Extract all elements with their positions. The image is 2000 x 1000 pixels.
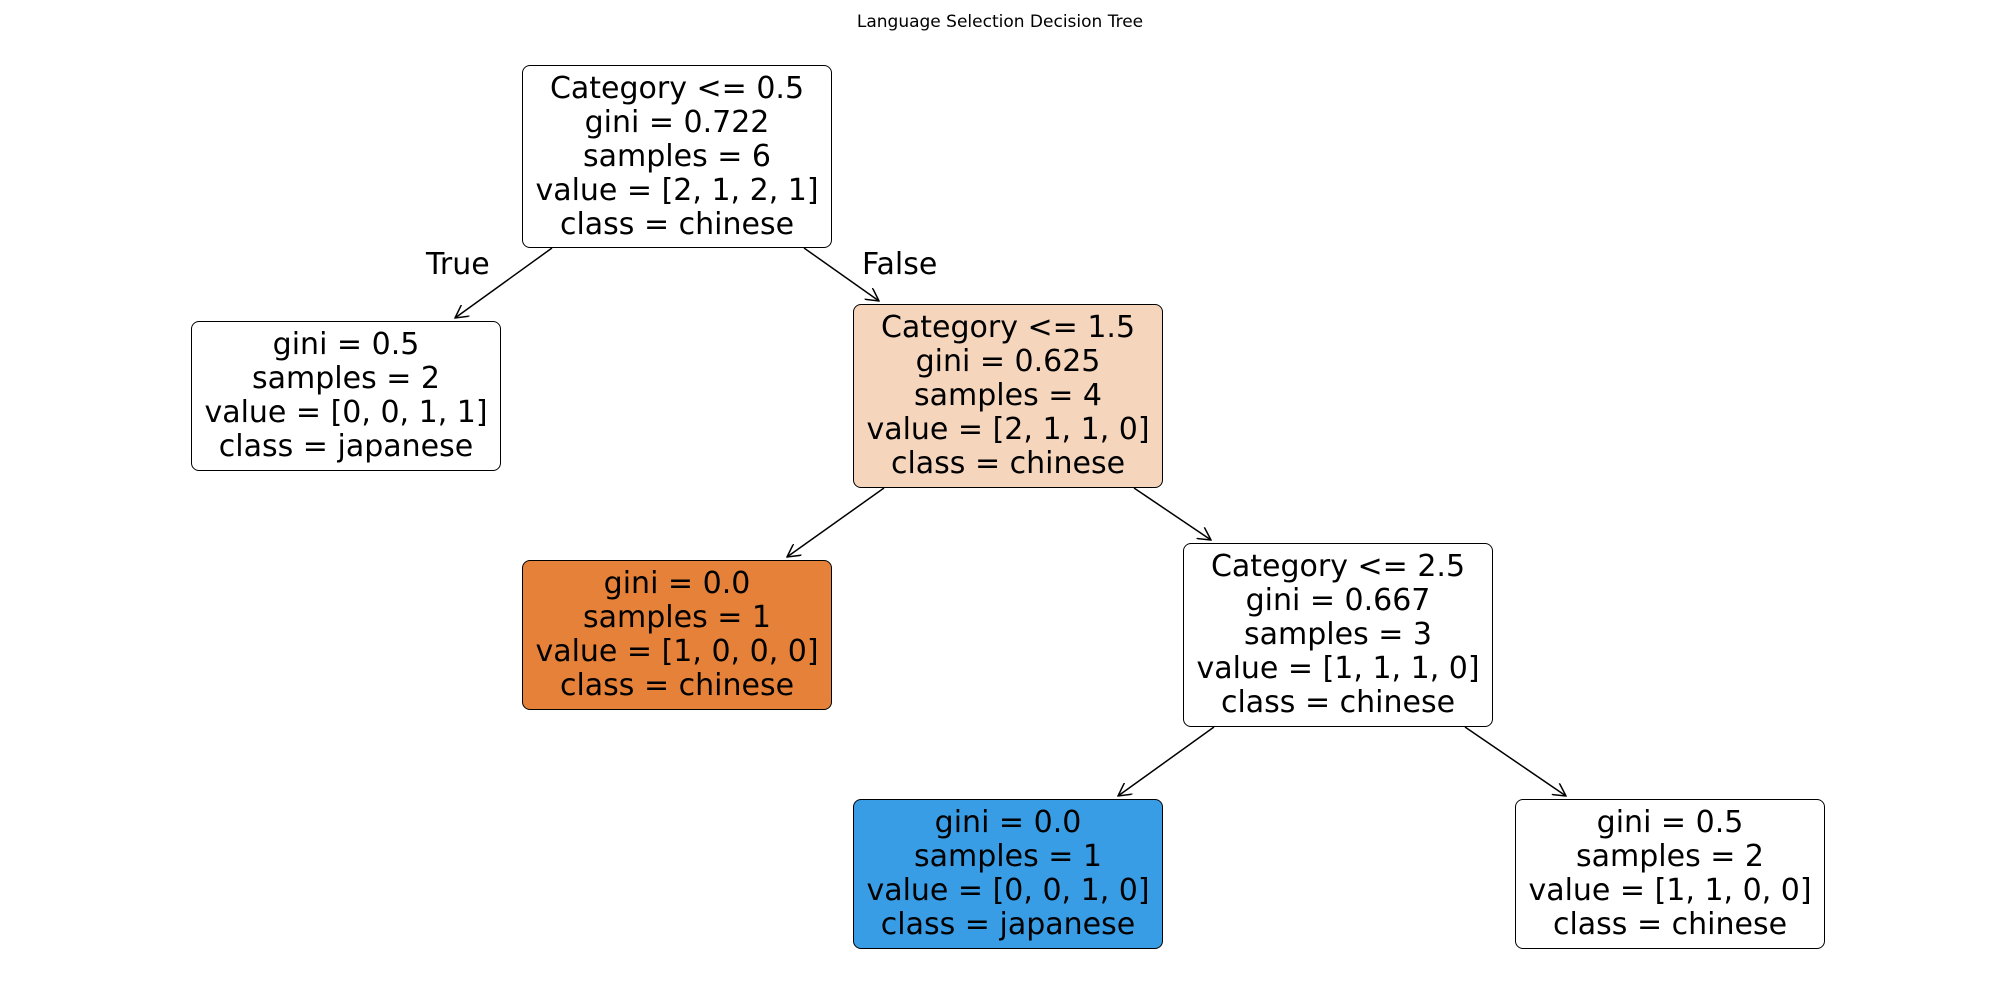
edge-root-to-mid — [803, 247, 879, 301]
node-gini: gini = 0.0 — [603, 566, 751, 601]
node-gini: gini = 0.5 — [272, 327, 420, 362]
node-samples: samples = 4 — [914, 378, 1102, 413]
node-value: value = [1, 0, 0, 0] — [535, 634, 819, 669]
node-class: class = chinese — [1552, 907, 1788, 942]
node-class: class = chinese — [1220, 685, 1456, 720]
node-class: class = chinese — [890, 446, 1126, 481]
node-value: value = [1, 1, 1, 0] — [1196, 651, 1480, 686]
node-split: Category <= 0.5 — [549, 70, 805, 106]
tree-node-leaf-chinese-pure: gini = 0.0 samples = 1 value = [1, 0, 0,… — [522, 560, 832, 710]
node-gini: gini = 0.5 — [1596, 805, 1744, 840]
node-class: class = chinese — [559, 668, 795, 703]
node-samples: samples = 1 — [583, 600, 771, 635]
node-value: value = [1, 1, 0, 0] — [1528, 873, 1812, 908]
node-split: Category <= 2.5 — [1210, 549, 1466, 584]
node-class: class = japanese — [880, 907, 1136, 942]
tree-node-leaf-chinese: gini = 0.5 samples = 2 value = [1, 1, 0,… — [1515, 799, 1825, 949]
node-samples: samples = 2 — [1576, 839, 1764, 874]
edge-mid-to-left2 — [787, 487, 885, 557]
node-value: value = [0, 0, 1, 1] — [204, 395, 488, 430]
node-gini: gini = 0.0 — [934, 805, 1082, 840]
node-value: value = [0, 0, 1, 0] — [866, 873, 1150, 908]
edge-label-true: True — [426, 247, 490, 282]
node-value: value = [2, 1, 2, 1] — [535, 172, 819, 208]
node-split: Category <= 1.5 — [880, 310, 1136, 345]
edge-root-to-left1 — [455, 247, 553, 318]
node-class: class = chinese — [559, 206, 795, 242]
node-value: value = [2, 1, 1, 0] — [866, 412, 1150, 447]
edge-mid2-to-left3 — [1118, 726, 1215, 796]
diagram-title: Language Selection Decision Tree — [856, 12, 1144, 32]
node-samples: samples = 2 — [252, 361, 440, 396]
tree-node-split-1-5: Category <= 1.5 gini = 0.625 samples = 4… — [853, 304, 1163, 488]
node-samples: samples = 1 — [914, 839, 1102, 874]
node-samples: samples = 6 — [583, 138, 771, 174]
edge-label-false: False — [862, 247, 938, 282]
edge-mid-to-mid2 — [1133, 487, 1211, 540]
tree-node-split-2-5: Category <= 2.5 gini = 0.667 samples = 3… — [1183, 543, 1493, 727]
edge-mid2-to-right3 — [1464, 726, 1566, 796]
tree-node-leaf-japanese: gini = 0.5 samples = 2 value = [0, 0, 1,… — [191, 321, 501, 471]
node-gini: gini = 0.667 — [1245, 583, 1431, 618]
node-gini: gini = 0.722 — [584, 104, 770, 140]
tree-node-root: Category <= 0.5 gini = 0.722 samples = 6… — [522, 65, 832, 248]
node-class: class = japanese — [218, 429, 474, 464]
node-samples: samples = 3 — [1244, 617, 1432, 652]
tree-node-leaf-japanese-pure: gini = 0.0 samples = 1 value = [0, 0, 1,… — [853, 799, 1163, 949]
node-gini: gini = 0.625 — [915, 344, 1101, 379]
